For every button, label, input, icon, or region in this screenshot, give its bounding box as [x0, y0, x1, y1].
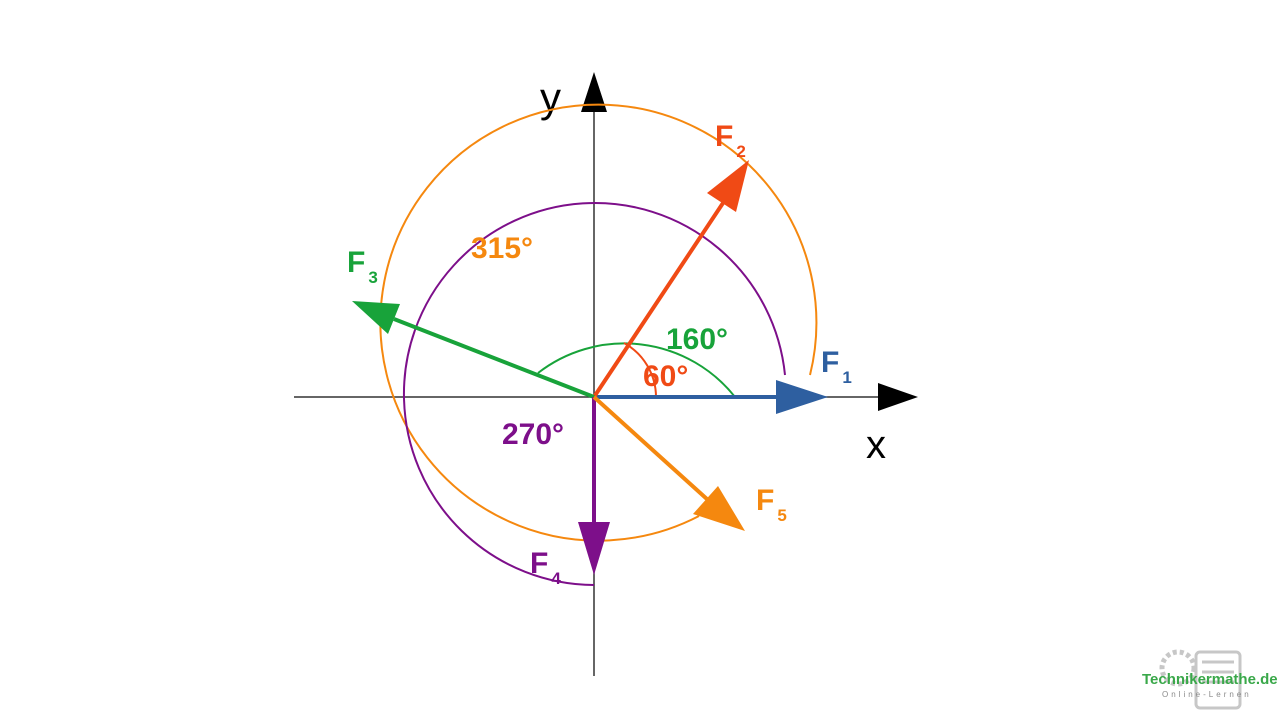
angle-label-270: 270°: [502, 418, 564, 451]
force-f5-subscript: 5: [777, 506, 786, 525]
force-f2-name: F: [715, 120, 733, 153]
x-axis-arrowhead: [878, 383, 918, 411]
y-axis-arrowhead: [581, 72, 607, 112]
calculator-icon: [1194, 650, 1242, 710]
angle-arc-270: [402, 202, 786, 586]
force-f2-subscript: 2: [736, 142, 745, 161]
angle-label-60: 60°: [643, 360, 688, 393]
force-vector-f4: [578, 397, 610, 575]
force-vector-f3: [352, 301, 595, 399]
watermark-title: Technikermathe.de: [1142, 671, 1278, 688]
force-f3-subscript: 3: [368, 268, 377, 287]
angle-arc-315: [379, 103, 818, 542]
angle-arc-60: [623, 342, 657, 398]
force-f4-subscript: 4: [551, 569, 561, 588]
force-vector-f5: [592, 395, 745, 531]
angle-label-315: 315°: [471, 232, 533, 265]
x-axis-label: x: [866, 423, 886, 467]
force-vector-f2: [592, 160, 749, 399]
force-f5-name: F: [756, 484, 774, 517]
gear-icon: [1159, 649, 1197, 687]
watermark-subtitle: Online-Lernen: [1162, 690, 1252, 699]
watermark: [1159, 649, 1242, 710]
force-f4-name: F: [530, 547, 548, 580]
force-f1-name: F: [821, 346, 839, 379]
angle-label-160: 160°: [666, 323, 728, 356]
y-axis-label: y: [540, 74, 561, 121]
angle-arc-160: [537, 342, 736, 398]
force-f1-subscript: 1: [842, 368, 851, 387]
force-vector-f1: [594, 380, 828, 414]
force-f3-name: F: [347, 246, 365, 279]
